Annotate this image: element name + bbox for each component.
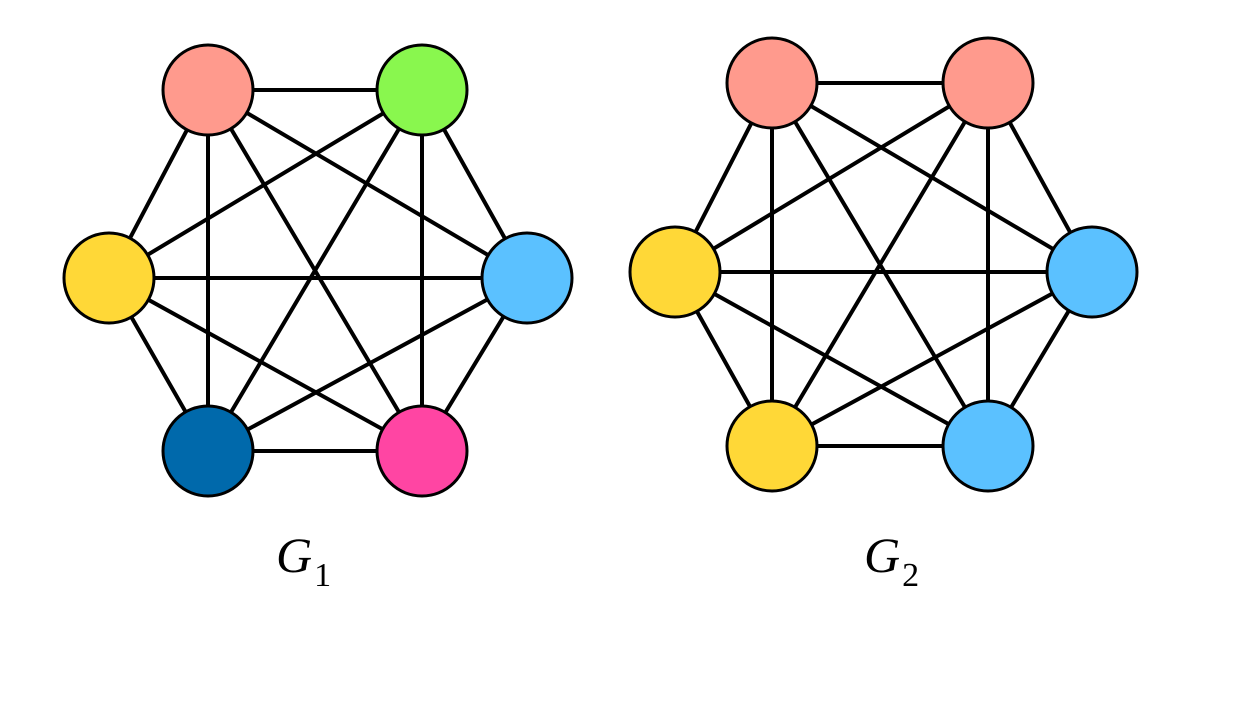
graph-node bbox=[1045, 225, 1139, 319]
graph-node bbox=[161, 404, 255, 498]
edge bbox=[206, 276, 529, 453]
edge bbox=[206, 88, 424, 453]
edge bbox=[770, 81, 990, 448]
graph-label-g2-main: G bbox=[864, 527, 900, 583]
graph-node bbox=[725, 399, 819, 493]
edge bbox=[107, 88, 424, 280]
graph-node bbox=[375, 404, 469, 498]
graph-g1 bbox=[62, 43, 574, 498]
graph-label-g1-subscript: 1 bbox=[314, 557, 331, 594]
graph-node bbox=[480, 231, 574, 325]
graph-node bbox=[725, 36, 819, 130]
edge bbox=[107, 276, 424, 453]
graph-label-g2-subscript: 2 bbox=[902, 557, 919, 594]
edge-layer bbox=[673, 81, 1094, 448]
graph-node bbox=[941, 36, 1035, 130]
graph-g2 bbox=[628, 36, 1139, 493]
graph-label-g1: G1 bbox=[276, 527, 331, 594]
graph-node bbox=[375, 43, 469, 137]
graph-label-g1-main: G bbox=[276, 527, 312, 583]
graph-label-g2: G2 bbox=[864, 527, 919, 594]
node-layer bbox=[62, 43, 574, 498]
edge bbox=[673, 81, 990, 274]
graph-node bbox=[161, 43, 255, 137]
graph-node bbox=[941, 399, 1035, 493]
edge-layer bbox=[107, 88, 529, 453]
graph-node bbox=[628, 225, 722, 319]
edge bbox=[770, 270, 1094, 448]
node-layer bbox=[628, 36, 1139, 493]
graph-node bbox=[62, 231, 156, 325]
edge bbox=[673, 270, 990, 448]
